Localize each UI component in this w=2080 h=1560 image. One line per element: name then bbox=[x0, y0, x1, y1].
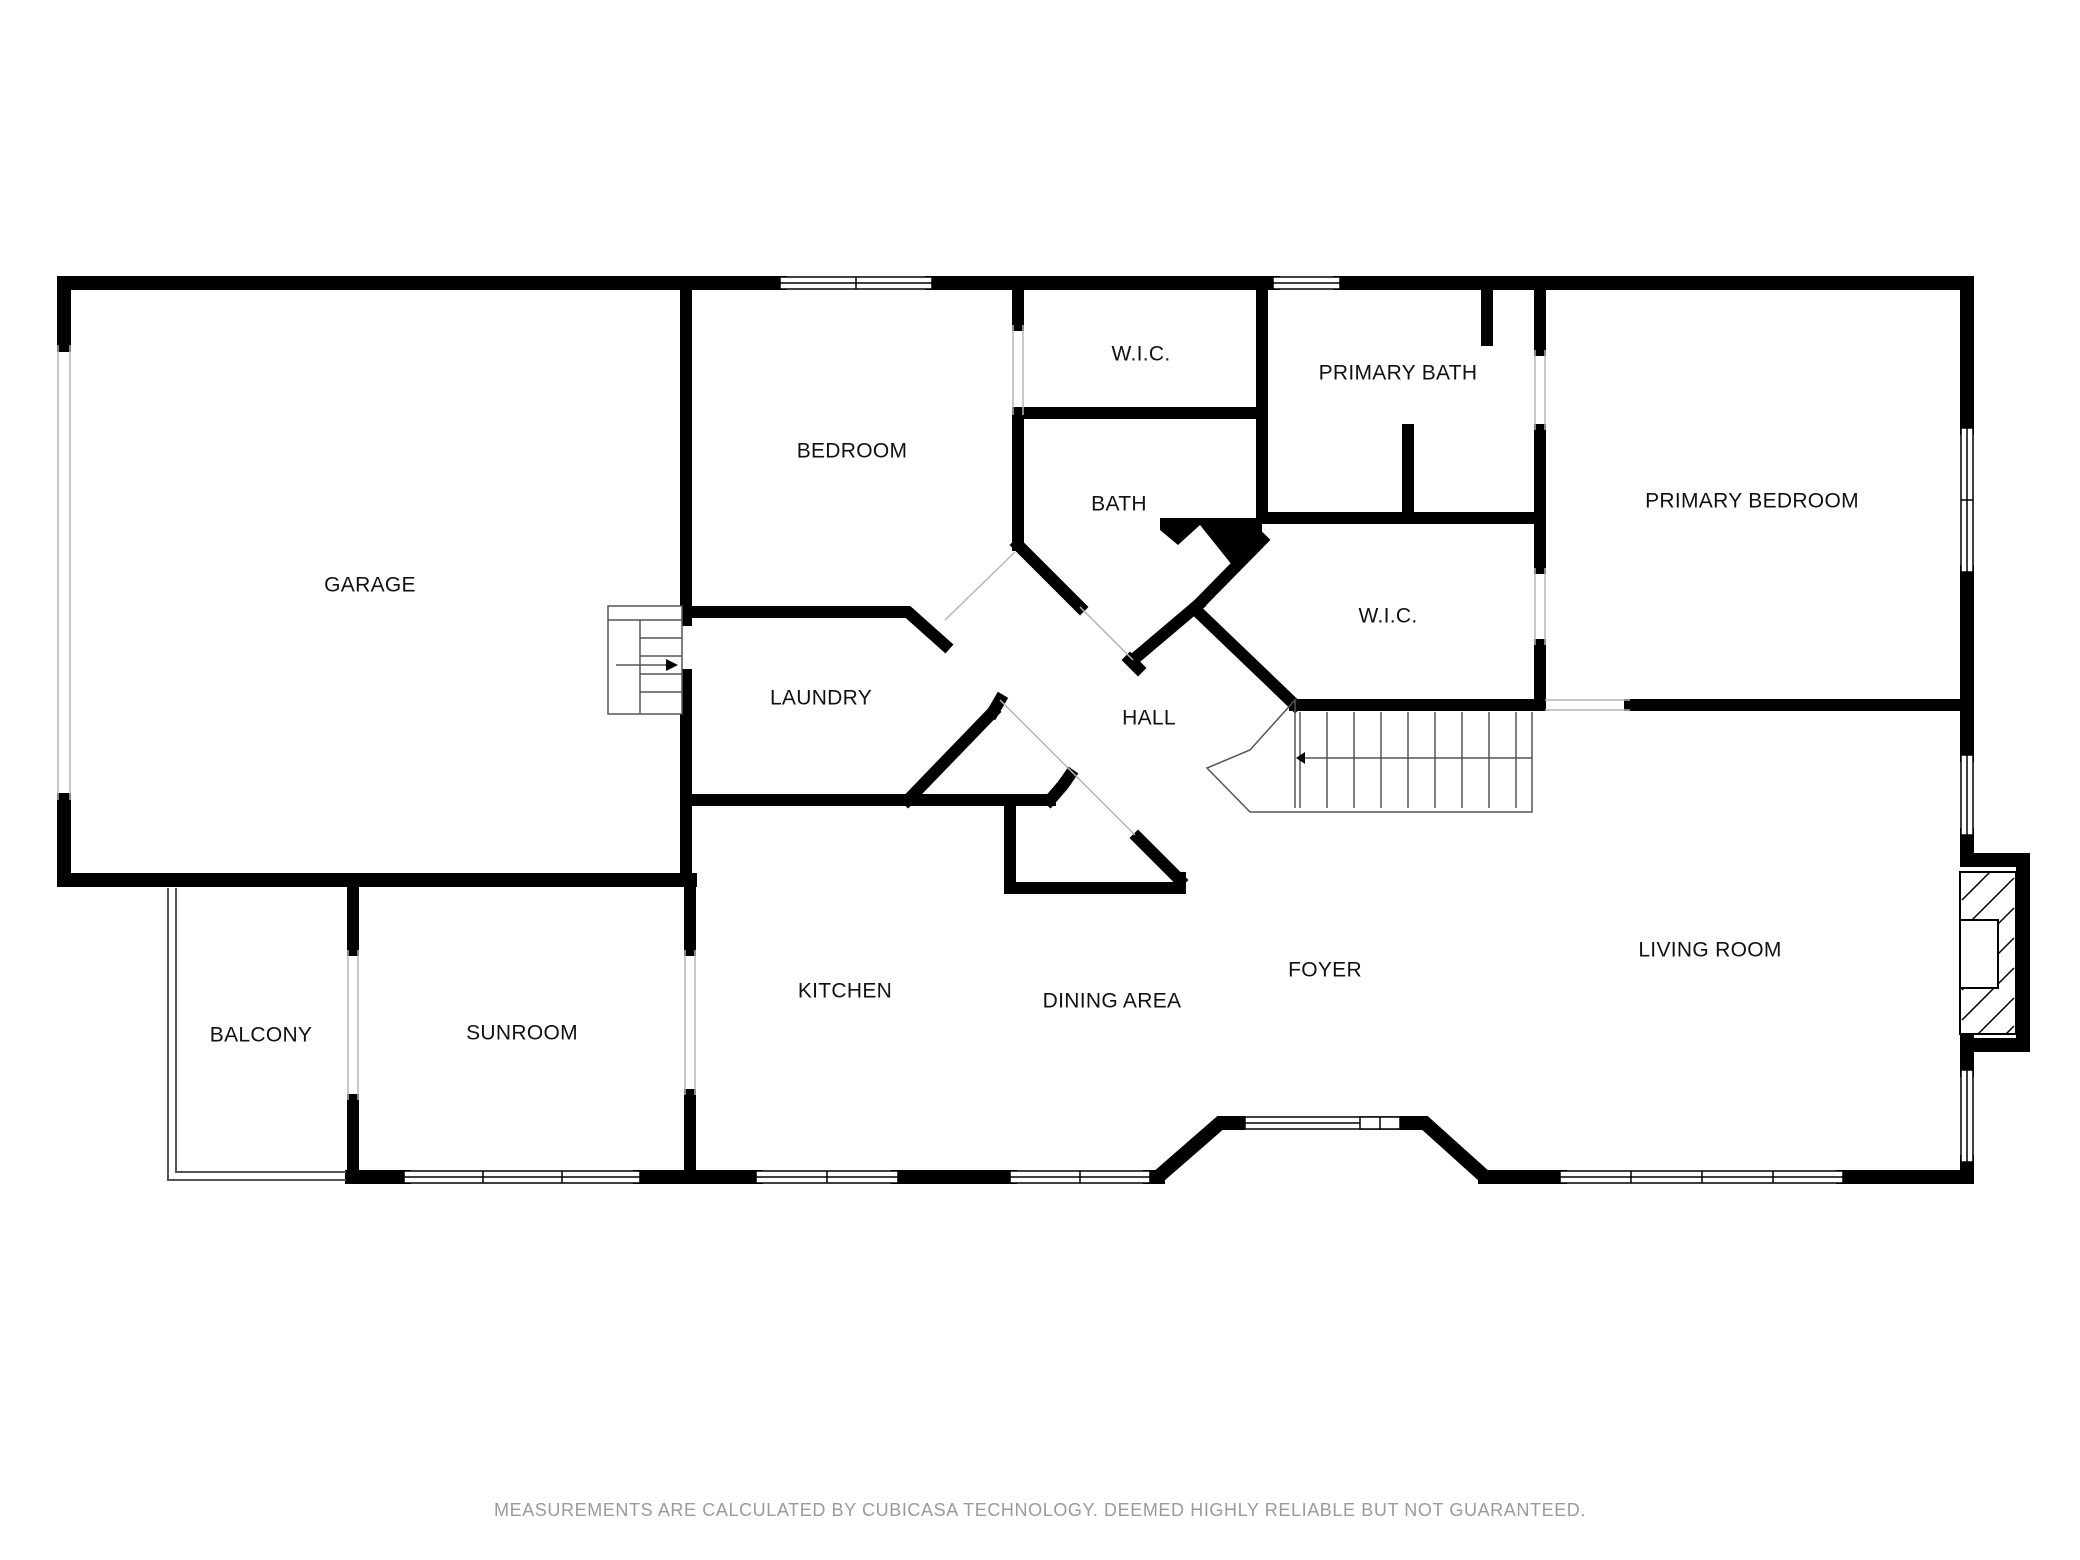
room-label-sunroom: SUNROOM bbox=[466, 1022, 578, 1045]
garage-stairs bbox=[607, 605, 683, 715]
room-label-garage: GARAGE bbox=[324, 574, 416, 597]
openings bbox=[57, 325, 1630, 1100]
room-label-bath: BATH bbox=[1091, 493, 1147, 516]
room-label-wic-upper: W.I.C. bbox=[1112, 343, 1171, 366]
room-label-dining-area: DINING AREA bbox=[1043, 990, 1182, 1013]
garage-stairs-arrow bbox=[666, 659, 678, 671]
room-label-foyer: FOYER bbox=[1288, 959, 1362, 982]
room-label-kitchen: KITCHEN bbox=[798, 980, 892, 1003]
room-label-balcony: BALCONY bbox=[210, 1024, 312, 1047]
main-stairs bbox=[1205, 698, 1533, 813]
disclaimer-text: MEASUREMENTS ARE CALCULATED BY CUBICASA … bbox=[494, 1500, 1586, 1520]
interior-walls bbox=[347, 284, 1968, 1178]
room-label-bedroom: BEDROOM bbox=[797, 440, 908, 463]
room-label-hall: HALL bbox=[1122, 707, 1176, 730]
room-label-laundry: LAUNDRY bbox=[770, 687, 872, 710]
main-stairs-arrow bbox=[1296, 752, 1305, 764]
room-label-living-room: LIVING ROOM bbox=[1638, 939, 1781, 962]
room-label-primary-bath: PRIMARY BATH bbox=[1319, 362, 1478, 385]
room-label-wic-lower: W.I.C. bbox=[1359, 605, 1418, 628]
exterior-walls bbox=[57, 276, 1974, 1184]
windows bbox=[403, 276, 1974, 1184]
fireplace bbox=[1959, 853, 2030, 1052]
bay-window-wall bbox=[1153, 1116, 1490, 1183]
bath-wall-wedge bbox=[1160, 518, 1262, 565]
room-label-primary-bedroom: PRIMARY BEDROOM bbox=[1645, 490, 1859, 513]
balcony-railing bbox=[167, 888, 346, 1181]
